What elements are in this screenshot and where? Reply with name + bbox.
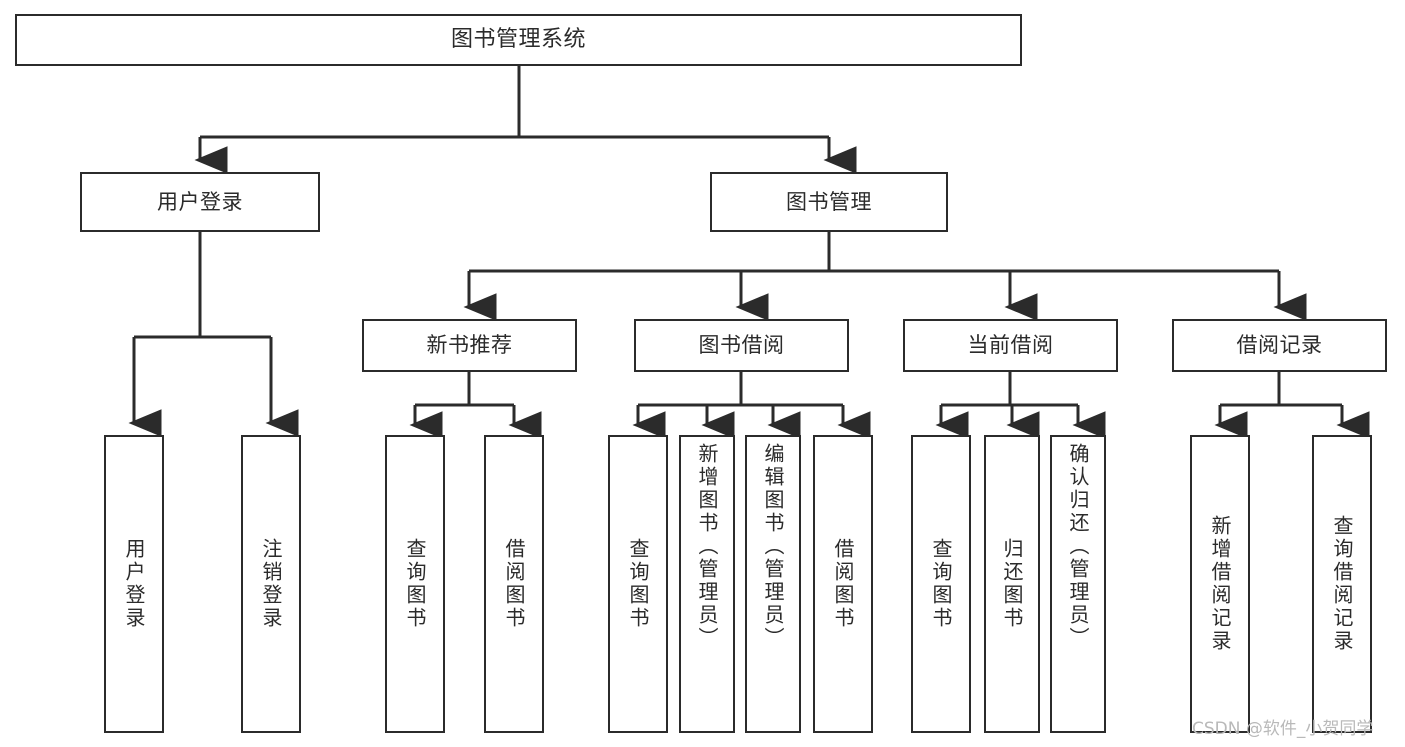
node-user-login-label: 用户登录 [157,189,243,214]
node-borrowing-records-label: 借阅记录 [1236,333,1323,358]
leaf-query-books-borrow-label: 查询图书 [626,538,650,630]
node-current-borrowing-label: 当前借阅 [967,333,1054,358]
leaf-borrow-books-borrow-label: 借阅图书 [831,538,855,630]
leaf-query-books-newbook-label: 查询图书 [403,538,427,630]
leaf-add-book-admin-label: 新增图书（管理员） [695,443,719,650]
leaf-query-borrow-record-label: 查询借阅记录 [1330,515,1354,653]
leaf-edit-book-admin[interactable]: 编辑图书（管理员） [745,435,801,733]
node-book-borrowing[interactable]: 图书借阅 [634,319,849,372]
node-book-management[interactable]: 图书管理 [710,172,948,232]
leaf-borrow-books-newbook[interactable]: 借阅图书 [484,435,544,733]
leaf-query-books-current[interactable]: 查询图书 [911,435,971,733]
leaf-query-books-borrow[interactable]: 查询图书 [608,435,668,733]
leaf-borrow-books-newbook-label: 借阅图书 [502,538,526,630]
node-current-borrowing[interactable]: 当前借阅 [903,319,1118,372]
node-root-label: 图书管理系统 [450,27,586,53]
leaf-query-books-current-label: 查询图书 [929,538,953,630]
leaf-add-borrow-record-label: 新增借阅记录 [1208,515,1232,653]
node-new-book-recommendation-label: 新书推荐 [426,333,513,358]
leaf-return-books[interactable]: 归还图书 [984,435,1040,733]
leaf-confirm-return-admin[interactable]: 确认归还（管理员） [1050,435,1106,733]
leaf-query-borrow-record[interactable]: 查询借阅记录 [1312,435,1372,733]
node-book-management-label: 图书管理 [786,189,872,214]
leaf-logout[interactable]: 注销登录 [241,435,301,733]
csdn-watermark: CSDN @软件_小贺同学 [1192,719,1374,739]
leaf-edit-book-admin-label: 编辑图书（管理员） [761,443,785,650]
node-user-login[interactable]: 用户登录 [80,172,320,232]
leaf-add-book-admin[interactable]: 新增图书（管理员） [679,435,735,733]
leaf-add-borrow-record[interactable]: 新增借阅记录 [1190,435,1250,733]
leaf-query-books-newbook[interactable]: 查询图书 [385,435,445,733]
node-root[interactable]: 图书管理系统 [15,14,1022,66]
node-new-book-recommendation[interactable]: 新书推荐 [362,319,577,372]
leaf-borrow-books-borrow[interactable]: 借阅图书 [813,435,873,733]
leaf-logout-label: 注销登录 [259,538,283,630]
leaf-confirm-return-admin-label: 确认归还（管理员） [1066,443,1090,650]
node-book-borrowing-label: 图书借阅 [698,333,785,358]
leaf-user-login-label: 用户登录 [122,538,146,630]
node-borrowing-records[interactable]: 借阅记录 [1172,319,1387,372]
leaf-user-login[interactable]: 用户登录 [104,435,164,733]
leaf-return-books-label: 归还图书 [1000,538,1024,630]
